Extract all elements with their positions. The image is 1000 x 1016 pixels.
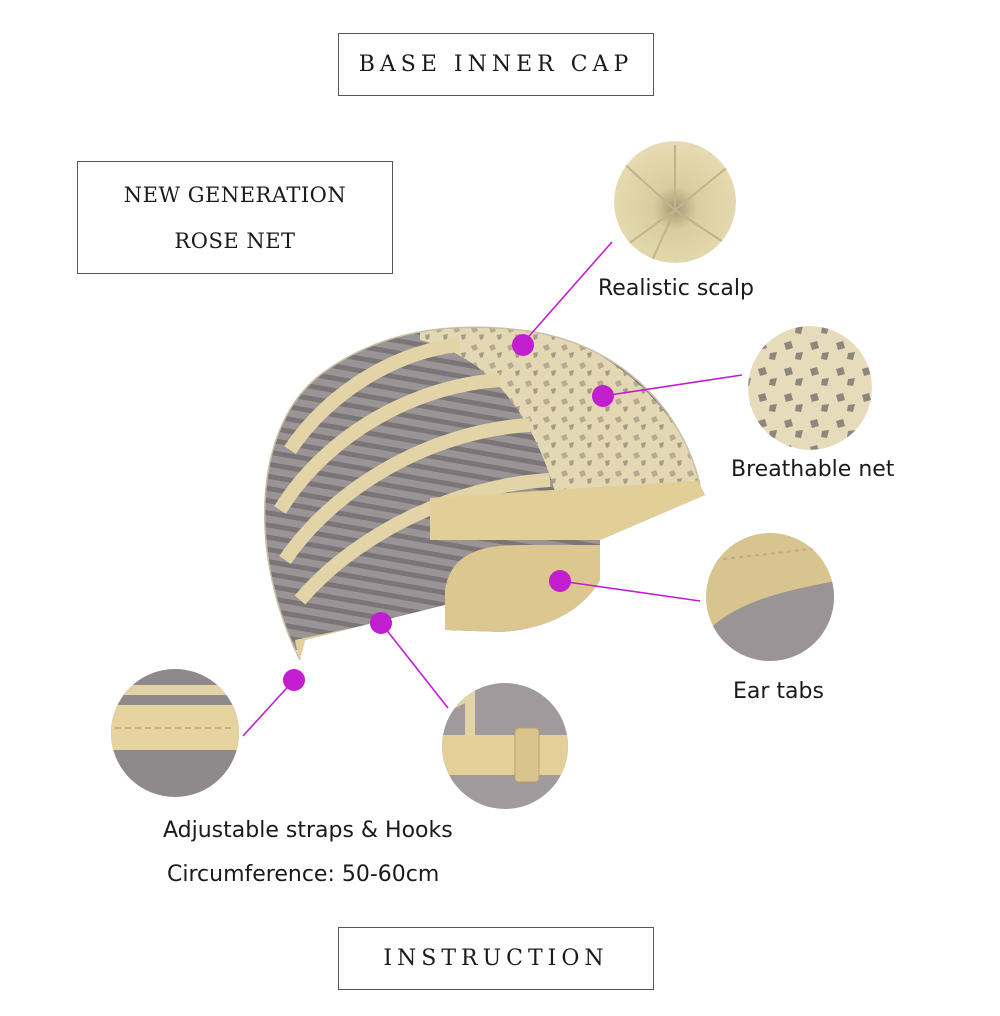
title-box: BASE INNER CAP: [338, 33, 654, 96]
circumference-label: Circumference: 50-60cm: [167, 862, 440, 887]
straps-detail-image: [111, 669, 239, 797]
wig-cap-image: [263, 326, 705, 661]
hook-detail-image: [442, 683, 568, 809]
hook-dot: [370, 612, 392, 634]
net-detail-image: [748, 326, 872, 450]
scalp-dot: [512, 334, 534, 356]
ear-tab-detail-image: [706, 533, 834, 661]
straps-label: Adjustable straps & Hooks: [163, 818, 453, 843]
net-dot: [592, 385, 614, 407]
rose-net-line2: ROSE NET: [174, 228, 296, 253]
ear-tabs-label: Ear tabs: [733, 679, 824, 704]
rose-net-line1: NEW GENERATION: [123, 182, 347, 207]
scalp-detail-image: [614, 141, 736, 263]
breathable-net-label: Breathable net: [731, 457, 895, 482]
leader-lines: [242, 241, 743, 737]
instruction-box: INSTRUCTION: [338, 927, 654, 990]
straps-dot: [283, 669, 305, 691]
instruction-title: INSTRUCTION: [383, 946, 609, 971]
callout-dots: [283, 334, 614, 691]
realistic-scalp-label: Realistic scalp: [598, 276, 754, 301]
page-title: BASE INNER CAP: [358, 52, 634, 77]
ear-tab-dot: [549, 570, 571, 592]
rose-net-box: NEW GENERATION ROSE NET: [77, 161, 393, 274]
